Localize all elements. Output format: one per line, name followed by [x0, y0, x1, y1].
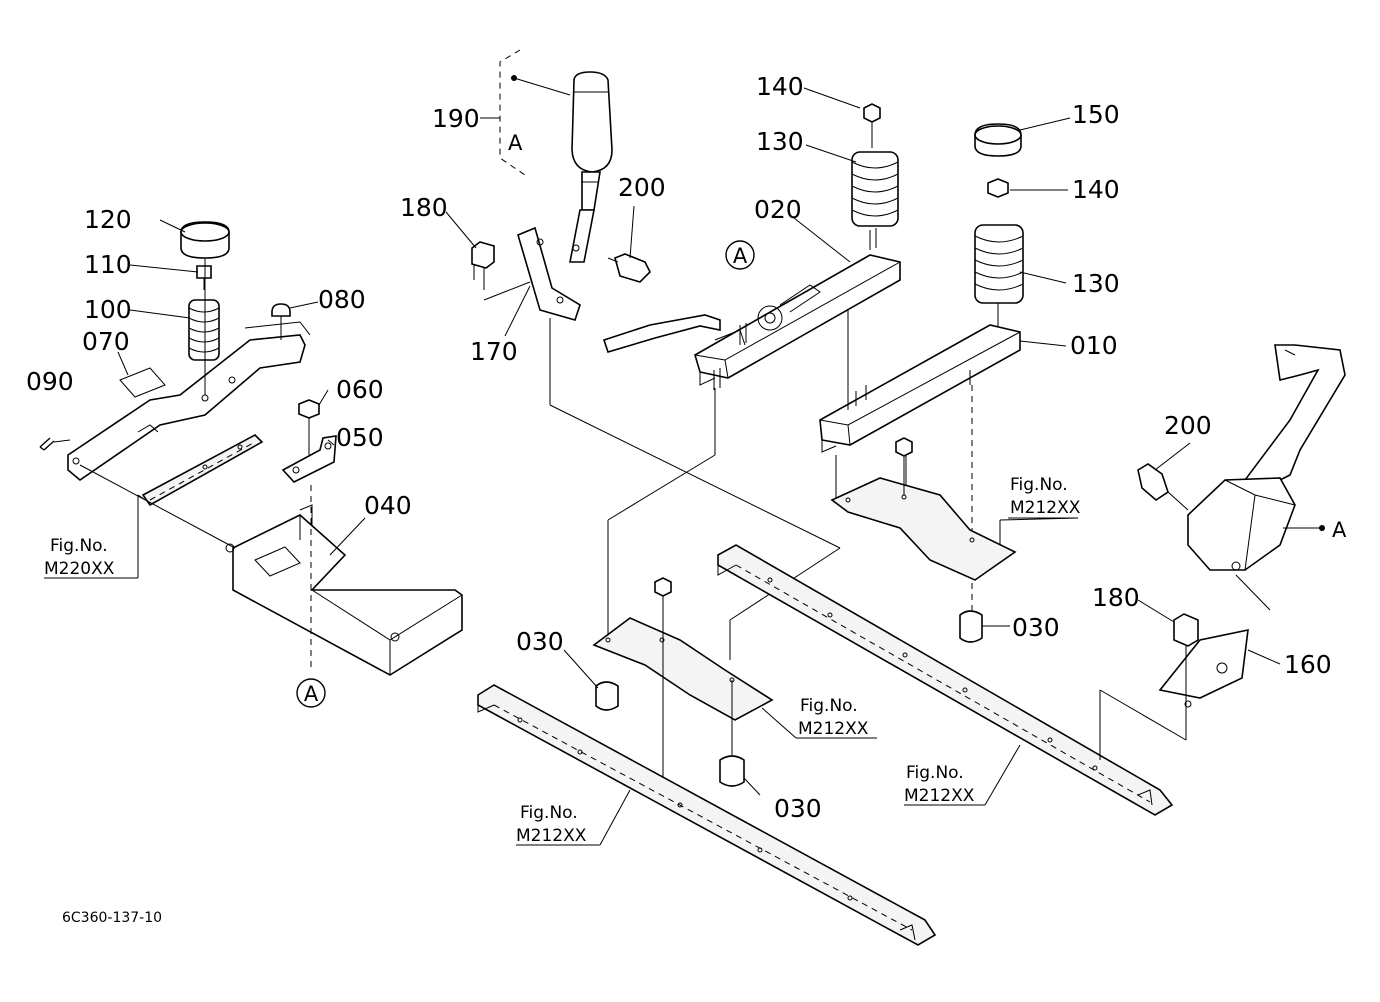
svg-text:Fig.No.: Fig.No. [520, 803, 578, 823]
left-assembly [39, 221, 463, 676]
label-150: 150 [1072, 100, 1120, 129]
part-030-nut-right [959, 610, 983, 643]
label-110: 110 [84, 250, 132, 279]
part-080-cap [271, 303, 291, 330]
part-020-slide-rail-upper [602, 228, 901, 390]
rail-lower-right [717, 544, 1174, 816]
label-040: 040 [364, 491, 412, 520]
fig-ref-upper-right: Fig.No. M212XX [1010, 475, 1081, 518]
fig-ref-lower-right: Fig.No. M212XX [904, 763, 975, 806]
label-140-upper: 140 [756, 72, 804, 101]
part-180-bolt [471, 241, 495, 290]
label-090: 090 [26, 367, 74, 396]
part-030-nut-center-bottom [719, 755, 745, 787]
part-200-bolt [607, 253, 651, 283]
fig-ref-lower-left: Fig.No. M212XX [516, 803, 587, 846]
part-100-spring [188, 299, 220, 361]
reference-circle-lower: A [296, 678, 326, 708]
part-160-bracket [1158, 628, 1249, 708]
part-lever-arm-right [1187, 344, 1346, 571]
label-030-center-left: 030 [516, 627, 564, 656]
svg-text:Fig.No.: Fig.No. [800, 696, 858, 716]
part-090-clip [39, 437, 71, 451]
label-070: 070 [82, 327, 130, 356]
part-170-bracket [517, 226, 581, 321]
label-130-upper: 130 [756, 127, 804, 156]
label-190: 190 [432, 104, 480, 133]
part-050-bracket [281, 435, 337, 483]
part-190-lever-knob [569, 71, 613, 263]
part-120-knob [180, 221, 230, 259]
svg-text:M220XX: M220XX [44, 559, 115, 579]
svg-text:M212XX: M212XX [1010, 498, 1081, 518]
part-bolt-center-plate [654, 577, 672, 640]
label-060: 060 [336, 375, 384, 404]
label-170: 170 [470, 337, 518, 366]
label-030-center-bottom: 030 [774, 794, 822, 823]
fig-ref-center: Fig.No. M212XX [798, 696, 869, 739]
rail-plate-center [592, 617, 774, 721]
reference-mark-190-group: A [508, 131, 523, 155]
part-150-knob [974, 123, 1022, 157]
part-130-spring-lower [974, 224, 1024, 330]
svg-text:A: A [733, 244, 748, 268]
svg-text:M212XX: M212XX [516, 826, 587, 846]
label-020: 020 [754, 195, 802, 224]
part-040-base-bracket [225, 504, 463, 676]
label-010: 010 [1070, 331, 1118, 360]
part-bolt-upper-plate [895, 437, 913, 495]
center-lever-assembly [471, 49, 841, 549]
svg-text:A: A [304, 682, 319, 706]
label-120: 120 [84, 205, 132, 234]
part-110-nut [196, 265, 212, 290]
svg-text:M212XX: M212XX [904, 786, 975, 806]
svg-text:Fig.No.: Fig.No. [906, 763, 964, 783]
part-number-labels: 140 130 150 140 130 010 020 200 190 180 … [26, 72, 1332, 823]
part-010-slide-rail [819, 324, 1021, 453]
right-lever-assembly [1099, 344, 1346, 760]
fig-ref-left: Fig.No. M220XX [44, 536, 115, 579]
part-130-spring-upper [851, 151, 899, 227]
label-180-right: 180 [1092, 583, 1140, 612]
label-160: 160 [1284, 650, 1332, 679]
reference-circle-upper: A [725, 240, 755, 270]
label-200-center: 200 [618, 173, 666, 202]
drawing-id: 6C360-137-10 [62, 910, 162, 926]
label-050: 050 [336, 423, 384, 452]
left-rail-segment [141, 434, 264, 507]
label-140-lower: 140 [1072, 175, 1120, 204]
part-140-nut-upper [863, 103, 881, 148]
label-100: 100 [84, 295, 132, 324]
part-030-nut-center-left [595, 681, 619, 711]
part-180-bolt-right [1173, 613, 1199, 705]
label-030-right: 030 [1012, 613, 1060, 642]
label-080: 080 [318, 285, 366, 314]
rail-lower-left [477, 684, 937, 946]
part-060-nut [298, 399, 320, 434]
rail-plate-upper [830, 477, 1017, 581]
part-200-bolt-right [1137, 463, 1169, 502]
svg-text:M212XX: M212XX [798, 719, 869, 739]
svg-text:Fig.No.: Fig.No. [50, 536, 108, 556]
svg-text:Fig.No.: Fig.No. [1010, 475, 1068, 495]
leader-lines [44, 87, 1281, 846]
label-180-center: 180 [400, 193, 448, 222]
reference-mark-right-arrow: A [1332, 518, 1347, 542]
label-200-right: 200 [1164, 411, 1212, 440]
label-130-lower: 130 [1072, 269, 1120, 298]
part-140-nut-lower [987, 178, 1009, 198]
